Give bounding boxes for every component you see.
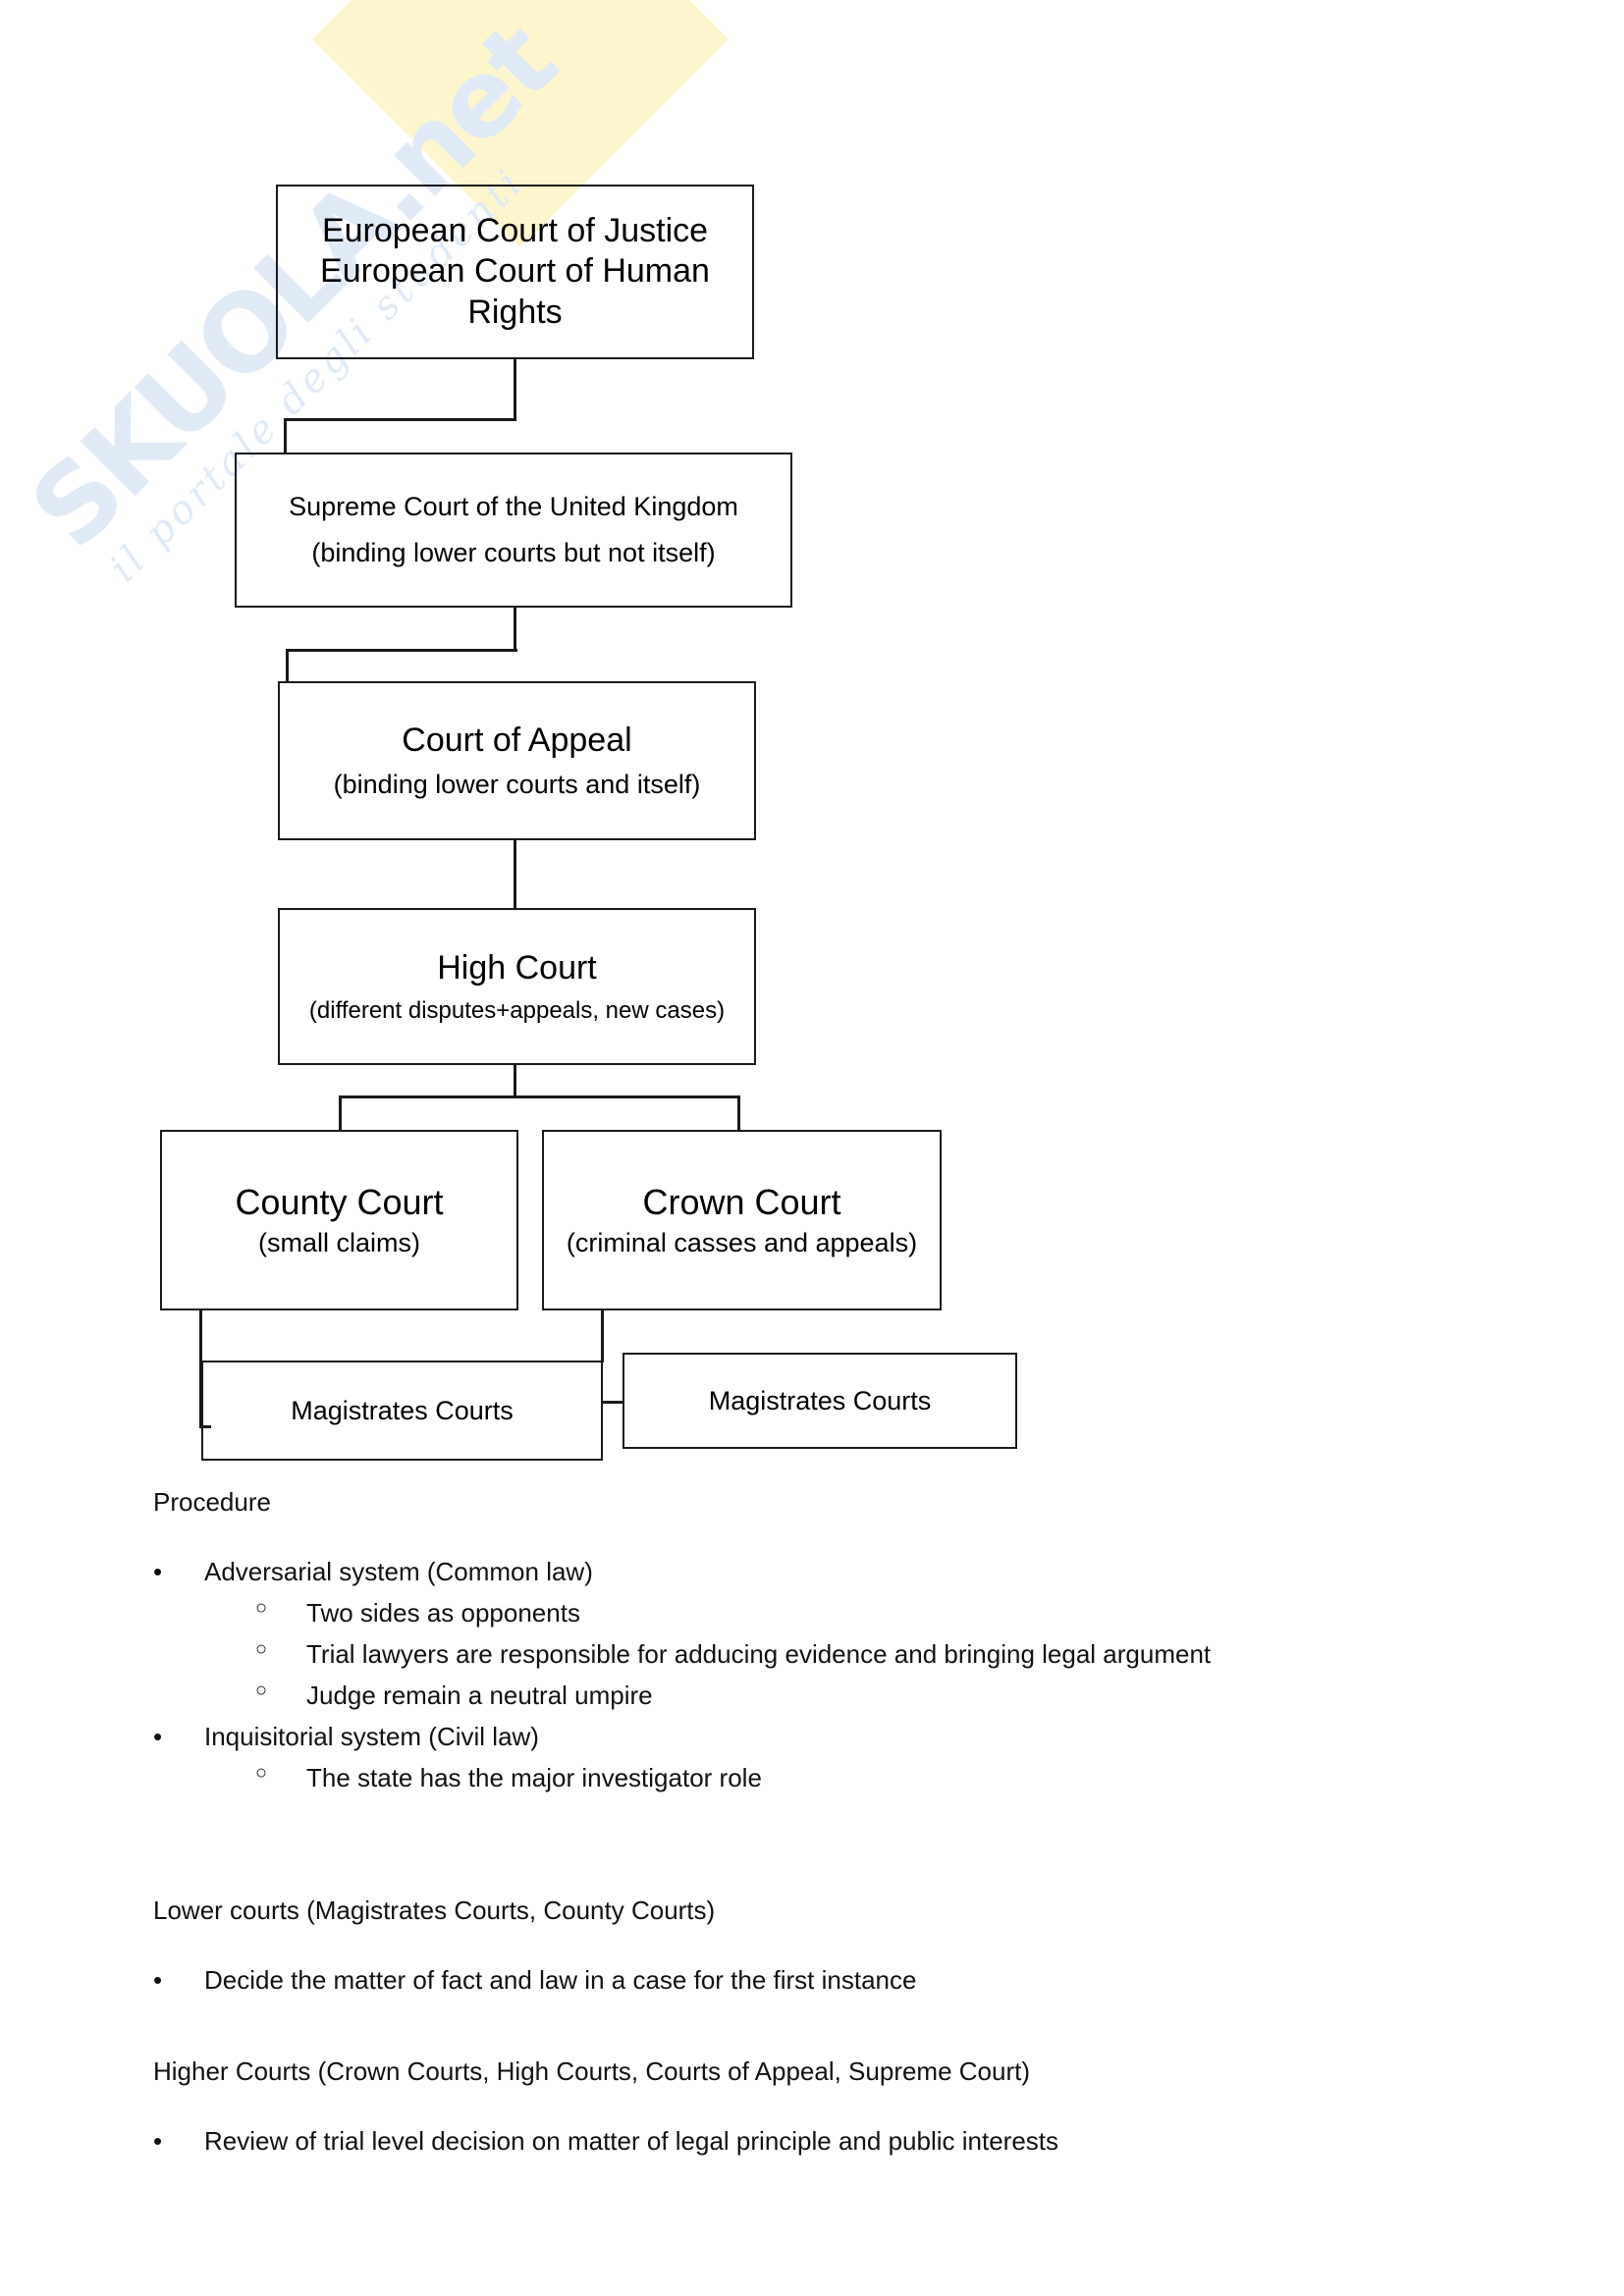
- node-supreme-court: Supreme Court of the United Kingdom (bin…: [235, 453, 792, 608]
- sub-bullet-icon: ○: [255, 1762, 268, 1785]
- node-county-court-subtitle: (small claims): [258, 1228, 420, 1258]
- sub-bullet-icon: ○: [255, 1680, 268, 1702]
- list-item: • Decide the matter of fact and law in a…: [153, 1959, 1624, 2001]
- node-magistrates-courts-right: Magistrates Courts: [623, 1353, 1017, 1449]
- node-court-of-appeal: Court of Appeal (binding lower courts an…: [278, 681, 756, 840]
- bullet-icon: •: [153, 1965, 163, 1996]
- list-item: ○ The state has the major investigator r…: [255, 1757, 1624, 1798]
- node-european-courts-title: European Court of Justice European Court…: [320, 211, 710, 331]
- node-crown-court: Crown Court (criminal casses and appeals…: [542, 1130, 942, 1310]
- body-copy: Procedure • Adversarial system (Common l…: [0, 1484, 1624, 2162]
- higher-courts-heading: Higher Courts (Crown Courts, High Courts…: [153, 2056, 1031, 2087]
- sub-bullet-icon: ○: [255, 1637, 268, 1660]
- node-court-of-appeal-subtitle: (binding lower courts and itself): [333, 770, 701, 800]
- spacer: [0, 2001, 1624, 2054]
- spacer: [0, 1522, 1624, 1551]
- spacer: [0, 1798, 1624, 1893]
- list-item-label: Two sides as opponents: [306, 1597, 580, 1628]
- procedure-heading: Procedure: [153, 1487, 271, 1517]
- node-high-court-title: High Court: [437, 948, 597, 987]
- bullet-icon: •: [153, 2125, 163, 2156]
- node-high-court: High Court (different disputes+appeals, …: [278, 908, 756, 1065]
- lower-courts-list: • Decide the matter of fact and law in a…: [0, 1959, 1624, 2001]
- connector-appeal-to-high: [514, 838, 516, 910]
- node-crown-court-title: Crown Court: [642, 1181, 841, 1222]
- connector-to-crown: [737, 1095, 740, 1132]
- connector-county-to-magistrates-left: [199, 1425, 211, 1428]
- node-supreme-court-subtitle: (binding lower courts but not itself): [311, 538, 716, 567]
- list-item-label: Judge remain a neutral umpire: [306, 1681, 653, 1711]
- connector-high-down: [514, 1063, 516, 1097]
- connector-to-county: [339, 1095, 342, 1132]
- bullet-icon: •: [153, 1556, 163, 1586]
- lower-courts-heading: Lower courts (Magistrates Courts, County…: [153, 1896, 716, 1926]
- procedure-sublist: ○ Two sides as opponents ○ Trial lawyers…: [204, 1592, 1624, 1716]
- list-item: ○ Two sides as opponents: [255, 1592, 1624, 1633]
- spacer: [0, 2091, 1624, 2120]
- procedure-sublist: ○ The state has the major investigator r…: [204, 1757, 1624, 1798]
- node-county-court: County Court (small claims): [160, 1130, 518, 1310]
- list-item: ○ Trial lawyers are responsible for addu…: [255, 1633, 1624, 1675]
- watermark-text-group: SKUOLA.net il portale degli studenti: [0, 0, 751, 770]
- node-magistrates-courts-left-title: Magistrates Courts: [291, 1395, 514, 1425]
- node-european-courts: European Court of Justice European Court…: [276, 185, 754, 359]
- node-high-court-subtitle: (different disputes+appeals, new cases): [308, 997, 726, 1025]
- list-item-label: Decide the matter of fact and law in a c…: [204, 1965, 917, 1996]
- procedure-list: • Adversarial system (Common law) ○ Two …: [0, 1551, 1624, 1799]
- list-item-label: Adversarial system (Common law): [204, 1556, 593, 1586]
- list-item: • Inquisitorial system (Civil law) ○ The…: [153, 1716, 1624, 1798]
- node-county-court-title: County Court: [235, 1181, 444, 1222]
- list-item: • Review of trial level decision on matt…: [153, 2120, 1624, 2162]
- spacer: [0, 1930, 1624, 1959]
- list-item: ○ Judge remain a neutral umpire: [255, 1675, 1624, 1716]
- node-crown-court-subtitle: (criminal casses and appeals): [566, 1228, 918, 1258]
- bullet-icon: •: [153, 1722, 163, 1752]
- node-magistrates-courts-right-title: Magistrates Courts: [708, 1385, 932, 1415]
- sub-bullet-icon: ○: [255, 1596, 268, 1619]
- connector-magistrates-left-to-right: [601, 1401, 624, 1404]
- connector-appeal-top-stub: [286, 649, 289, 683]
- connector-supreme-to-appeal-vertical: [514, 606, 516, 651]
- list-item-label: Inquisitorial system (Civil law): [204, 1722, 539, 1752]
- list-item-label: Review of trial level decision on matter…: [204, 2125, 1058, 2156]
- higher-courts-list: • Review of trial level decision on matt…: [0, 2120, 1624, 2162]
- node-supreme-court-title: Supreme Court of the United Kingdom: [289, 492, 738, 522]
- connector-high-split-horizontal: [339, 1095, 740, 1098]
- connector-county-down: [199, 1308, 202, 1428]
- connector-european-to-supreme-horizontal: [284, 418, 516, 421]
- connector-supreme-to-appeal-horizontal: [286, 649, 517, 652]
- list-item-label: Trial lawyers are responsible for adduci…: [306, 1638, 1212, 1669]
- list-item-label: The state has the major investigator rol…: [306, 1763, 762, 1793]
- node-court-of-appeal-title: Court of Appeal: [402, 721, 632, 759]
- connector-supreme-top-stub: [284, 418, 287, 454]
- connector-crown-down: [601, 1308, 604, 1362]
- node-magistrates-courts-left: Magistrates Courts: [201, 1361, 603, 1461]
- connector-european-to-supreme-vertical: [514, 359, 516, 420]
- list-item: • Adversarial system (Common law) ○ Two …: [153, 1551, 1624, 1716]
